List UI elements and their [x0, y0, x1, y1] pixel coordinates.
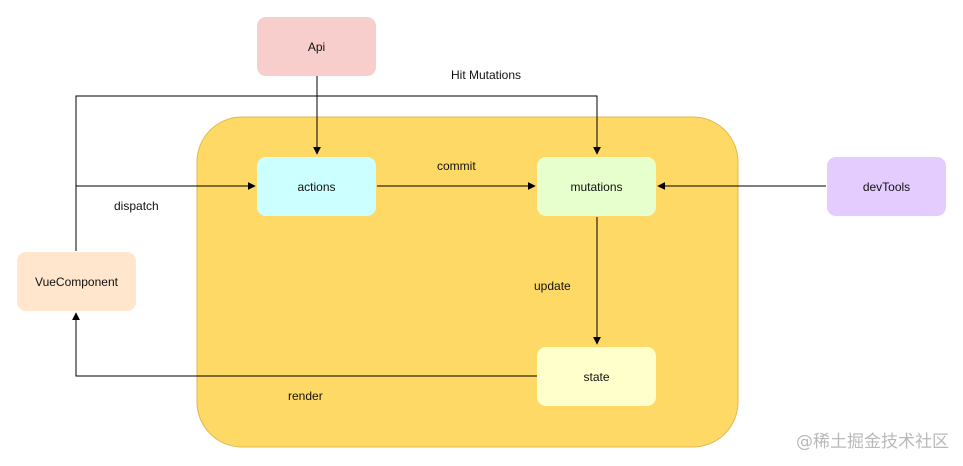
dispatch-label: dispatch — [114, 199, 159, 213]
edge-render — [72, 312, 537, 377]
watermark-text: @稀土掘金技术社区 — [796, 432, 949, 452]
devtools-label: devTools — [862, 179, 911, 194]
devtools-node: devTools — [827, 157, 946, 216]
edge-hit-mutations — [75, 95, 601, 251]
vuecomponent-node: VueComponent — [17, 252, 136, 311]
vuecomponent-label: VueComponent — [35, 274, 118, 289]
api-label: Api — [307, 39, 326, 54]
api-node: Api — [257, 17, 376, 76]
state-label: state — [583, 369, 610, 384]
mutations-node: mutations — [537, 157, 656, 216]
commit-label: commit — [437, 159, 476, 173]
render-label: render — [288, 389, 323, 403]
actions-node: actions — [257, 157, 376, 216]
state-node: state — [537, 347, 656, 406]
mutations-label: mutations — [570, 179, 623, 194]
update-label: update — [534, 279, 571, 293]
hit-mutations-label: Hit Mutations — [451, 68, 522, 82]
actions-label: actions — [297, 179, 336, 194]
